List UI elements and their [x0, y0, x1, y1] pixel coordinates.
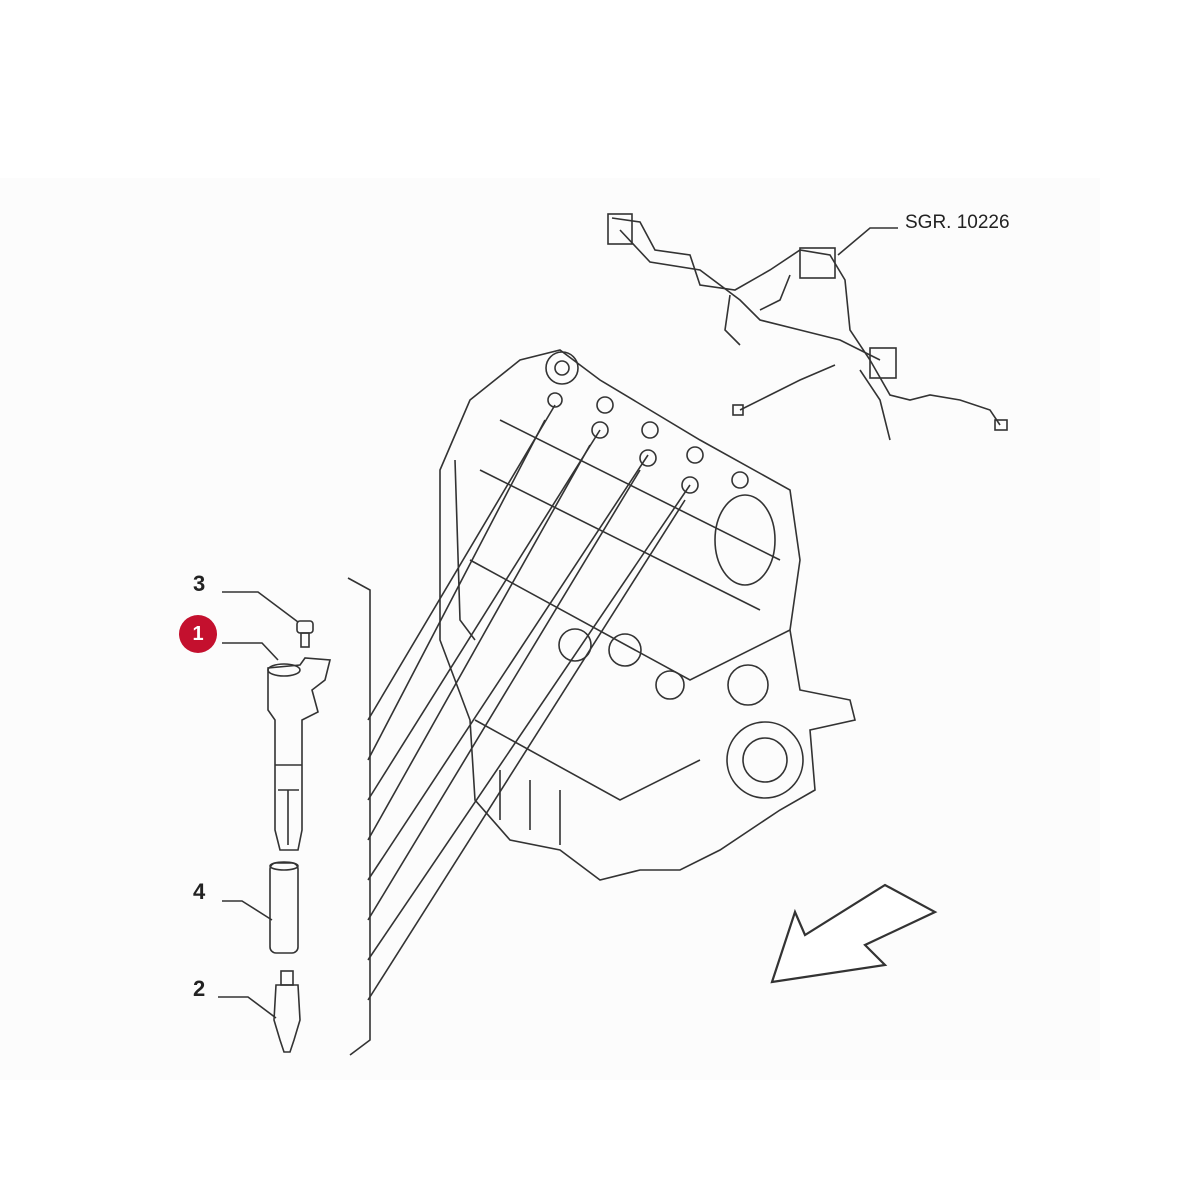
wiring-harness [607, 213, 1008, 441]
direction-arrow-icon [770, 883, 938, 984]
part-ignition-coil [267, 657, 332, 851]
callout-3[interactable]: 3 [193, 571, 206, 596]
leader-lines [347, 404, 691, 1056]
part-screw [296, 620, 314, 648]
reference-label-sgr[interactable]: SGR. 10226 [905, 212, 1010, 233]
part-spark-plug [273, 970, 301, 1053]
part-boot [269, 861, 299, 954]
callout-2[interactable]: 2 [193, 976, 206, 1001]
engine-block [439, 349, 856, 881]
callout-4[interactable]: 4 [193, 879, 206, 904]
callout-1-highlighted[interactable]: 1 [179, 615, 217, 653]
